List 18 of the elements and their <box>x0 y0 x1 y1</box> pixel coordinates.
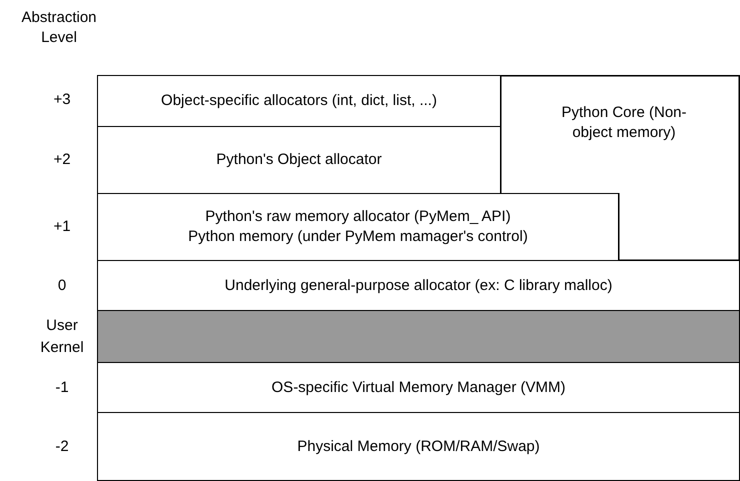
level-number: +1 <box>52 217 72 237</box>
boundary-band <box>97 310 740 363</box>
layer-label: Python Core (Non-object memory) <box>560 103 688 143</box>
level-number: 0 <box>56 276 68 296</box>
layer-label: Underlying general-purpose allocator (ex: C library malloc) <box>224 276 612 296</box>
mode-label: Kernel <box>39 338 85 358</box>
layer-label: Python's raw memory allocator (PyMem_ API) <box>205 207 511 227</box>
layer-label: Object-specific allocators (int, dict, list, ...) <box>161 91 437 111</box>
level-number: -1 <box>54 378 70 398</box>
layer-label: Python's Object allocator <box>216 150 382 170</box>
mode-label: User <box>45 316 79 336</box>
level-number: -2 <box>54 437 70 457</box>
level-number: +3 <box>52 90 72 110</box>
level-number: +2 <box>52 150 72 170</box>
layer-label: Physical Memory (ROM/RAM/Swap) <box>297 436 540 456</box>
layer-label: OS-specific Virtual Memory Manager (VMM) <box>272 378 566 398</box>
layer-label: Python memory (under PyMem mamager's control) <box>188 227 528 247</box>
axis-title: Abstraction Level <box>20 8 98 48</box>
